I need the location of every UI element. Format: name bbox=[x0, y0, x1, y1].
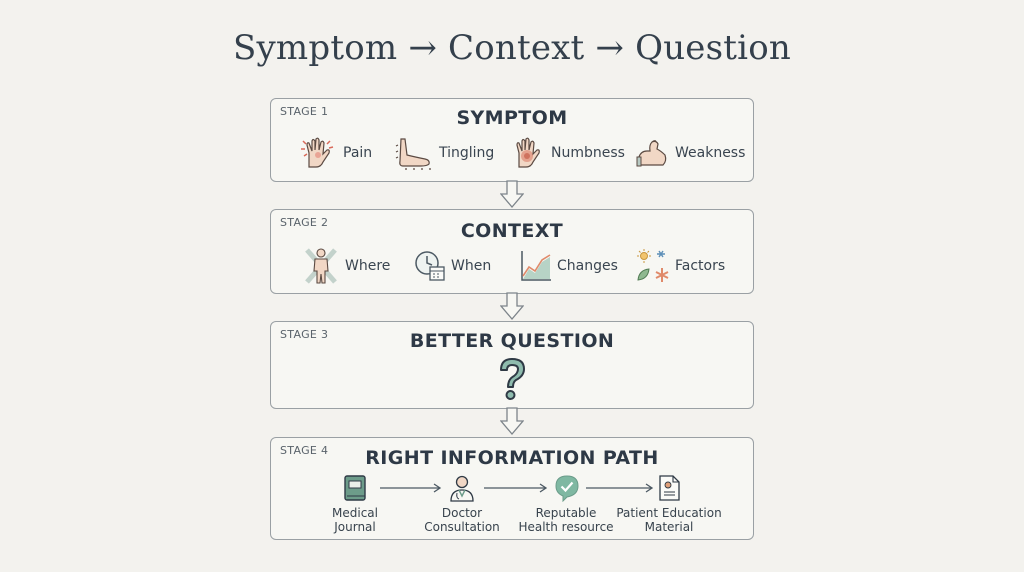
stage-3-better-question: STAGE 3 BETTER QUESTION bbox=[270, 321, 754, 409]
clock-calendar-icon bbox=[413, 249, 447, 283]
path-arrow-icon bbox=[586, 483, 654, 493]
context-label: Factors bbox=[675, 258, 726, 274]
checkmark-badge-icon bbox=[553, 474, 581, 506]
path-arrow-icon bbox=[380, 483, 442, 493]
stage-2-context: STAGE 2 CONTEXT Where When bbox=[270, 209, 754, 294]
symptom-item-pain: Pain bbox=[299, 135, 372, 171]
body-location-icon bbox=[301, 246, 341, 286]
context-label: Changes bbox=[557, 258, 618, 274]
hand-pain-icon bbox=[299, 135, 339, 171]
stage-heading: BETTER QUESTION bbox=[409, 330, 615, 352]
stage-heading: SYMPTOM bbox=[456, 107, 568, 129]
context-label: Where bbox=[345, 258, 391, 274]
trend-chart-icon bbox=[519, 249, 553, 283]
symptom-label: Tingling bbox=[439, 145, 495, 161]
page-title: Symptom → Context → Question bbox=[233, 28, 791, 68]
path-label-doctor: Doctor Consultation bbox=[424, 506, 500, 534]
down-arrow-icon bbox=[500, 407, 524, 435]
down-arrow-icon bbox=[500, 292, 524, 320]
symptom-item-numbness: Numbness bbox=[511, 135, 625, 171]
question-mark-icon bbox=[495, 356, 529, 406]
symptom-label: Weakness bbox=[675, 145, 746, 161]
stage-tag: STAGE 3 bbox=[280, 328, 329, 341]
stage-heading: CONTEXT bbox=[460, 220, 564, 242]
context-item-factors: Factors bbox=[635, 248, 725, 284]
stage-tag: STAGE 4 bbox=[280, 444, 329, 457]
factors-icon bbox=[635, 248, 671, 284]
doctor-icon bbox=[449, 474, 475, 506]
document-icon bbox=[657, 474, 681, 506]
hand-numbness-icon bbox=[511, 135, 547, 171]
arm-weakness-icon bbox=[635, 135, 671, 171]
stage-tag: STAGE 2 bbox=[280, 216, 329, 229]
stage-4-information-path: STAGE 4 RIGHT INFORMATION PATH Medical J… bbox=[270, 437, 754, 540]
path-arrow-icon bbox=[484, 483, 548, 493]
journal-icon bbox=[343, 474, 367, 506]
path-label-patient-education: Patient Education Material bbox=[616, 506, 722, 534]
symptom-item-tingling: Tingling bbox=[395, 135, 494, 171]
symptom-label: Numbness bbox=[551, 145, 625, 161]
symptom-label: Pain bbox=[343, 145, 373, 161]
context-label: When bbox=[451, 258, 492, 274]
stage-1-symptom: STAGE 1 SYMPTOM Pain Tingling bbox=[270, 98, 754, 182]
symptom-item-weakness: Weakness bbox=[635, 135, 745, 171]
foot-tingling-icon bbox=[395, 135, 435, 171]
path-label-reputable: Reputable Health resource bbox=[518, 506, 614, 534]
stage-tag: STAGE 1 bbox=[280, 105, 329, 118]
stage-heading: RIGHT INFORMATION PATH bbox=[365, 447, 659, 469]
path-label-journal: Medical Journal bbox=[332, 506, 378, 534]
context-item-where: Where bbox=[301, 248, 390, 284]
context-item-when: When bbox=[413, 248, 491, 284]
context-item-changes: Changes bbox=[519, 248, 618, 284]
down-arrow-icon bbox=[500, 180, 524, 208]
